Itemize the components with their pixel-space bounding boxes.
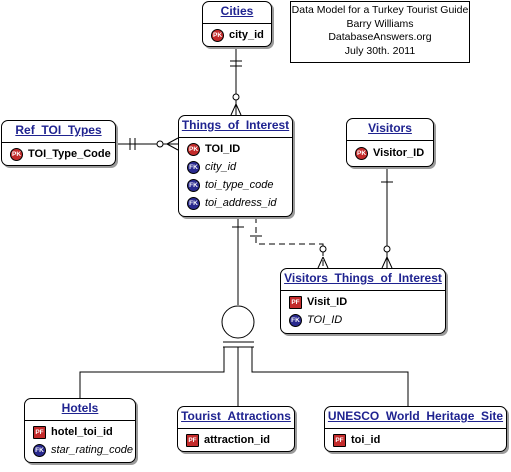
attribute-row: PK city_id	[211, 27, 264, 43]
entity-unesco-world-heritage-site: UNESCO_World_Heritage_Site PF toi_id	[324, 406, 507, 452]
entity-title: Things_of_Interest	[181, 118, 290, 132]
entity-visitors: Visitors PK Visitor_ID	[346, 118, 434, 167]
foreign-key-icon: FK	[33, 443, 46, 457]
primary-foreign-key-icon: PF	[333, 433, 346, 447]
note-line-author: Barry Williams	[346, 17, 414, 30]
attribute-name: TOI_Type_Code	[28, 148, 111, 160]
attribute-name: star_rating_code	[51, 444, 133, 456]
attribute-row: FK city_id	[187, 159, 236, 175]
entity-title: Ref_TOI_Types	[15, 123, 102, 137]
primary-key-icon: PK	[187, 142, 200, 156]
attribute-row: FK TOI_ID	[289, 312, 342, 328]
entity-title: UNESCO_World_Heritage_Site	[327, 409, 504, 423]
attribute-name: toi_id	[351, 434, 381, 446]
note-line-site: DatabaseAnswers.org	[328, 31, 432, 43]
entity-ref-toi-types: Ref_TOI_Types PK TOI_Type_Code	[1, 120, 116, 166]
note-line-date: July 30th. 2011	[344, 44, 416, 57]
entity-title: Cities	[220, 4, 254, 18]
diagram-header-note: Data Model for a Turkey Tourist Guide Ba…	[290, 1, 470, 63]
attribute-name: TOI_ID	[307, 314, 343, 326]
attribute-name: city_id	[229, 29, 264, 41]
attribute-row: PK TOI_Type_Code	[10, 146, 111, 162]
attribute-name: TOI_ID	[205, 143, 241, 155]
entity-tourist-attractions: Tourist_Attractions PF attraction_id	[177, 406, 295, 452]
rel-toi-vtoi	[255, 217, 324, 268]
entity-title: Visitors_Things_of_Interest	[284, 271, 442, 285]
foreign-key-icon: FK	[187, 196, 200, 210]
attribute-row: PF toi_id	[333, 432, 380, 448]
entity-visitors-things-of-interest: Visitors_Things_of_Interest PF Visit_ID …	[280, 268, 446, 334]
attribute-name: hotel_toi_id	[51, 426, 113, 438]
attribute-name: toi_address_id	[205, 197, 277, 209]
attribute-name: toi_type_code	[205, 179, 274, 191]
primary-key-icon: PK	[355, 146, 368, 160]
foreign-key-icon: FK	[187, 178, 200, 192]
attribute-row: PF Visit_ID	[289, 294, 347, 310]
entity-things-of-interest: Things_of_Interest PK TOI_ID FK city_id …	[178, 115, 293, 217]
subtype-discriminator	[221, 305, 255, 339]
foreign-key-icon: FK	[187, 160, 200, 174]
primary-key-icon: PK	[10, 147, 23, 161]
entity-hotels: Hotels PF hotel_toi_id FK star_rating_co…	[24, 398, 136, 463]
foreign-key-icon: FK	[289, 313, 302, 327]
attribute-name: city_id	[205, 161, 237, 173]
attribute-row: PK Visitor_ID	[355, 145, 424, 161]
attribute-row: FK toi_type_code	[187, 177, 274, 193]
primary-foreign-key-icon: PF	[186, 433, 199, 447]
attribute-row: FK star_rating_code	[33, 442, 133, 458]
attribute-row: PF hotel_toi_id	[33, 424, 113, 440]
primary-foreign-key-icon: PF	[33, 425, 46, 439]
attribute-name: attraction_id	[204, 434, 271, 446]
attribute-name: Visitor_ID	[373, 147, 425, 159]
entity-title: Hotels	[61, 401, 99, 415]
attribute-row: PF attraction_id	[186, 432, 270, 448]
attribute-row: FK toi_address_id	[187, 195, 277, 211]
attribute-row: PK TOI_ID	[187, 141, 240, 157]
entity-cities: Cities PK city_id	[202, 1, 272, 47]
primary-foreign-key-icon: PF	[289, 295, 302, 309]
entity-title: Tourist_Attractions	[181, 409, 291, 423]
attribute-name: Visit_ID	[307, 296, 348, 308]
entity-title: Visitors	[368, 121, 412, 135]
primary-key-icon: PK	[211, 28, 224, 42]
note-line-title: Data Model for a Turkey Tourist Guide	[291, 4, 469, 16]
